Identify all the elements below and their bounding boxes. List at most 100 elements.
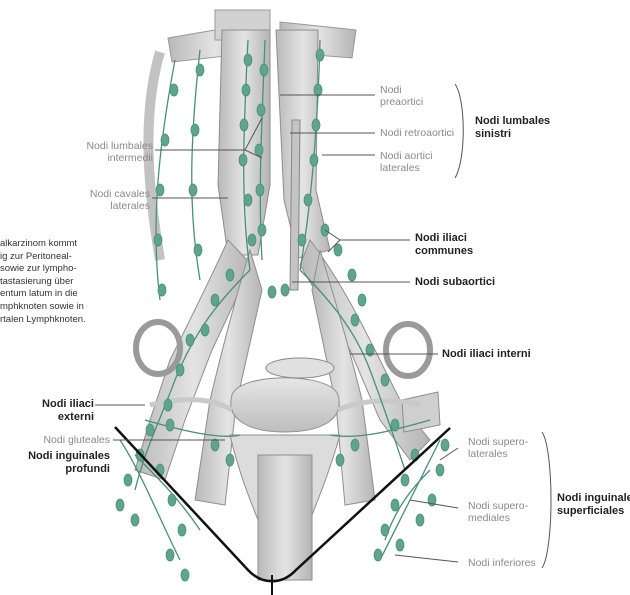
label-line: preaortici — [380, 96, 423, 108]
label-line: intermedii — [78, 152, 153, 164]
caption-line: rtalen Lymphknoten. — [0, 314, 86, 327]
lymph-node — [396, 539, 404, 551]
label-line: Nodi — [380, 84, 423, 96]
label-line: Nodi supero- — [468, 436, 528, 448]
lymph-node — [161, 134, 169, 146]
caption-line: sowie zur lympho- — [0, 263, 86, 276]
label-nodi-inferiores: Nodi inferiores — [468, 557, 536, 569]
lymph-node — [178, 524, 186, 536]
label-nodi-superomediales: Nodi supero- mediales — [468, 500, 528, 524]
lymph-node — [226, 454, 234, 466]
lymph-node — [166, 419, 174, 431]
label-nodi-gluteales: Nodi gluteales — [10, 434, 110, 446]
label-line: laterales — [468, 448, 528, 460]
lymph-node — [348, 269, 356, 281]
lymph-node — [260, 64, 268, 76]
label-nodi-retroaortici: Nodi retroaortici — [380, 127, 454, 139]
lymph-node — [256, 184, 264, 196]
label-nodi-iliaci-externi: Nodi iliaci externi — [20, 398, 94, 424]
label-line: Nodi inguinales — [0, 450, 110, 463]
lymph-node — [257, 104, 265, 116]
label-line: Nodi iliaci interni — [442, 348, 531, 361]
lymph-node — [240, 119, 248, 131]
caption-line: ig zur Peritoneal- — [0, 251, 86, 264]
lymph-node — [441, 439, 449, 451]
label-line: laterales — [78, 200, 150, 212]
lymph-node — [168, 494, 176, 506]
label-nodi-superolaterales: Nodi supero- laterales — [468, 436, 528, 460]
lymph-node — [239, 154, 247, 166]
label-nodi-iliaci-interni: Nodi iliaci interni — [442, 348, 531, 361]
lymph-node — [281, 284, 289, 296]
lymph-node — [351, 314, 359, 326]
label-line: Nodi iliaci — [415, 232, 473, 245]
label-nodi-lumbales-intermedii: Nodi lumbales intermedii — [78, 140, 153, 164]
label-line: Nodi gluteales — [10, 434, 110, 446]
lymph-node — [116, 499, 124, 511]
label-nodi-subaortici: Nodi subaortici — [415, 276, 495, 289]
lymph-node — [242, 84, 250, 96]
lymph-node — [211, 439, 219, 451]
lymph-node — [170, 84, 178, 96]
label-line: Nodi inguinales — [557, 492, 630, 505]
lymph-node — [244, 194, 252, 206]
lymph-node — [124, 474, 132, 486]
label-nodi-aortici-laterales: Nodi aortici laterales — [380, 150, 433, 174]
lymph-node — [196, 64, 204, 76]
lymph-node — [381, 524, 389, 536]
label-line: Nodi lumbales — [475, 115, 550, 128]
label-line: sinistri — [475, 128, 550, 141]
label-nodi-inguinales-superficiales: Nodi inguinales superficiales — [557, 492, 630, 518]
label-line: Nodi iliaci — [20, 398, 94, 411]
label-line: Nodi retroaortici — [380, 127, 454, 139]
lymph-node — [189, 184, 197, 196]
lymph-node — [158, 284, 166, 296]
label-line: mediales — [468, 512, 528, 524]
lymph-node — [244, 54, 252, 66]
lymph-node — [176, 364, 184, 376]
lymph-node — [164, 399, 172, 411]
lymph-node — [314, 84, 322, 96]
label-nodi-cavales-laterales: Nodi cavales laterales — [78, 188, 150, 212]
lymph-node — [334, 244, 342, 256]
lymph-node — [391, 499, 399, 511]
lymph-node — [194, 244, 202, 256]
lymph-node — [436, 464, 444, 476]
caption-line: alkarzinom kommt — [0, 238, 86, 251]
label-line: communes — [415, 245, 473, 258]
lymph-node — [226, 269, 234, 281]
caption-line: mphknoten sowie in — [0, 301, 86, 314]
lymph-node — [416, 514, 424, 526]
lymph-node — [381, 374, 389, 386]
label-nodi-lumbales-sinistri: Nodi lumbales sinistri — [475, 115, 550, 141]
lymph-node — [186, 334, 194, 346]
label-line: Nodi cavales — [78, 188, 150, 200]
lymph-node — [191, 124, 199, 136]
lymph-node — [304, 194, 312, 206]
label-line: Nodi aortici — [380, 150, 433, 162]
lymph-node — [154, 234, 162, 246]
lymph-node — [358, 294, 366, 306]
lymph-node — [336, 454, 344, 466]
label-line: externi — [20, 411, 94, 424]
lymph-node — [312, 119, 320, 131]
lymph-node — [374, 549, 382, 561]
lymph-node — [316, 49, 324, 61]
label-nodi-inguinales-profundi: Nodi inguinales profundi — [0, 450, 110, 476]
lymph-node — [351, 439, 359, 451]
caption-line: tastasierung über — [0, 276, 86, 289]
lymph-node — [166, 549, 174, 561]
lymph-node — [268, 286, 276, 298]
lymph-node — [298, 234, 306, 246]
label-line: laterales — [380, 162, 433, 174]
lymph-node — [401, 474, 409, 486]
lymph-node — [391, 419, 399, 431]
label-line: Nodi supero- — [468, 500, 528, 512]
lymph-node — [131, 514, 139, 526]
lymph-node — [255, 144, 263, 156]
side-caption-text: alkarzinom kommt ig zur Peritoneal- sowi… — [0, 238, 86, 326]
lymph-node — [201, 324, 209, 336]
label-nodi-iliaci-communes: Nodi iliaci communes — [415, 232, 473, 258]
